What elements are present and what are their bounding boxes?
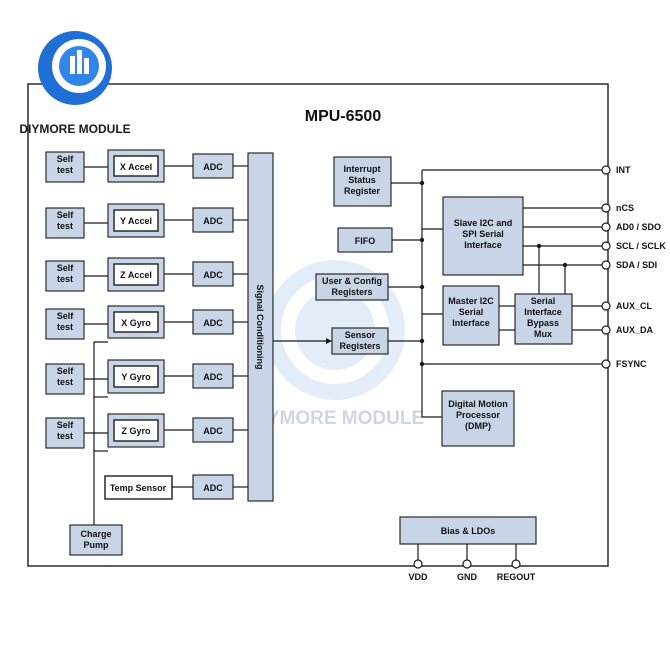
svg-text:Bias & LDOs: Bias & LDOs xyxy=(441,526,496,536)
pin-aux-da: AUX_DA xyxy=(601,325,654,335)
interface-wires xyxy=(419,207,604,367)
signal-to-sensor-registers-wire xyxy=(273,338,332,344)
svg-text:Temp Sensor: Temp Sensor xyxy=(110,483,167,493)
pin-aux-cl: AUX_CL xyxy=(601,301,653,311)
svg-text:AUX_DA: AUX_DA xyxy=(616,325,654,335)
pin-ad0-sdo: AD0 / SDO xyxy=(601,222,661,232)
sensor-y-gyro: Y Gyro xyxy=(107,359,165,394)
svg-text:INT: INT xyxy=(616,165,631,175)
pin-vdd: VDD xyxy=(408,559,428,582)
svg-text:ADC: ADC xyxy=(203,483,223,493)
pin-regout: REGOUT xyxy=(497,559,536,582)
svg-text:X Accel: X Accel xyxy=(120,162,152,172)
svg-text:Y Accel: Y Accel xyxy=(120,216,152,226)
sensor-adc-wires xyxy=(164,165,193,488)
svg-text:nCS: nCS xyxy=(616,203,634,213)
svg-text:ADC: ADC xyxy=(203,162,223,172)
svg-text:AUX_CL: AUX_CL xyxy=(616,301,653,311)
fifo: FIFO xyxy=(337,227,393,253)
self-test-wires xyxy=(84,166,108,434)
temp-sensor: Temp Sensor xyxy=(104,475,173,500)
adc-y-gyro: ADC xyxy=(192,363,234,389)
pin-scl-sclk: SCL / SCLK xyxy=(601,241,666,251)
svg-text:AD0 / SDO: AD0 / SDO xyxy=(616,222,661,232)
adc-signal-wires xyxy=(233,165,248,488)
svg-text:SCL / SCLK: SCL / SCLK xyxy=(616,241,666,251)
pin-ncs: nCS xyxy=(601,203,634,213)
adc-x-accel: ADC xyxy=(192,153,234,179)
svg-text:Y Gyro: Y Gyro xyxy=(121,372,151,382)
adc-x-gyro: ADC xyxy=(192,309,234,335)
adc-z-accel: ADC xyxy=(192,261,234,287)
charge-pump-wires xyxy=(93,341,108,525)
svg-text:X Gyro: X Gyro xyxy=(121,318,151,328)
svg-text:VDD: VDD xyxy=(408,572,428,582)
adc-temp: ADC xyxy=(192,474,234,500)
bias-ldos: Bias & LDOs xyxy=(399,516,537,545)
svg-text:ADC: ADC xyxy=(203,426,223,436)
svg-text:GND: GND xyxy=(457,572,478,582)
sensor-z-gyro: Z Gyro xyxy=(107,413,165,448)
chip-outline xyxy=(27,83,609,567)
svg-text:ADC: ADC xyxy=(203,372,223,382)
svg-text:ADC: ADC xyxy=(203,270,223,280)
sensor-x-accel: X Accel xyxy=(107,149,165,183)
sensor-z-accel: Z Accel xyxy=(107,257,165,292)
brand-logo xyxy=(38,31,112,105)
signal-conditioning: Signal Conditioning xyxy=(247,152,274,502)
svg-text:Z Accel: Z Accel xyxy=(120,270,152,280)
svg-text:ADC: ADC xyxy=(203,216,223,226)
brand-logo-text: DIYMORE MODULE xyxy=(19,122,130,136)
svg-text:FSYNC: FSYNC xyxy=(616,359,647,369)
svg-text:Signal Conditioning: Signal Conditioning xyxy=(255,285,265,370)
svg-text:SDA / SDI: SDA / SDI xyxy=(616,260,657,270)
watermark-text: DIYMORE MODULE xyxy=(248,408,424,429)
pin-gnd: GND xyxy=(457,559,478,582)
bottom-pin-wires xyxy=(417,544,517,560)
svg-text:ADC: ADC xyxy=(203,318,223,328)
sensor-x-gyro: X Gyro xyxy=(107,305,165,339)
pin-sda-sdi: SDA / SDI xyxy=(601,260,657,270)
svg-text:REGOUT: REGOUT xyxy=(497,572,536,582)
svg-text:FIFO: FIFO xyxy=(355,236,376,246)
sensor-y-accel: Y Accel xyxy=(107,203,165,238)
adc-y-accel: ADC xyxy=(192,207,234,233)
svg-text:Z Gyro: Z Gyro xyxy=(121,426,151,436)
adc-z-gyro: ADC xyxy=(192,417,234,443)
chip-title: MPU-6500 xyxy=(305,108,382,125)
pin-fsync: FSYNC xyxy=(601,359,647,369)
register-bus-wires xyxy=(388,169,604,418)
pin-int: INT xyxy=(601,165,631,175)
